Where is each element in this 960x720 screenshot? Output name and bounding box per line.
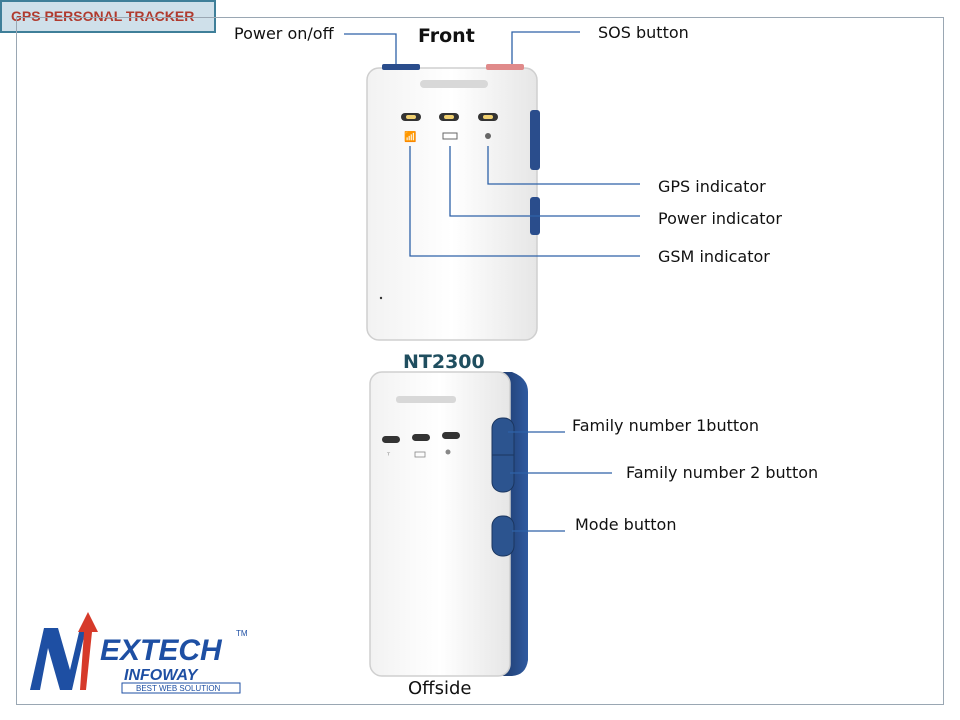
satellite-icon <box>485 133 491 139</box>
gsm-led <box>406 115 416 119</box>
company-logo: EXTECH TM INFOWAY BEST WEB SOLUTION <box>30 612 248 694</box>
family-number-1-label: Family number 1button <box>572 416 760 435</box>
sos-key <box>486 64 524 70</box>
logo-name-line1: EXTECH <box>100 634 223 667</box>
logo-trademark: TM <box>236 629 248 638</box>
front-title: Front <box>418 25 475 47</box>
battery-icon <box>442 132 458 140</box>
gsm-symbol-icon: 📶 <box>404 130 416 143</box>
gps-line <box>487 146 640 185</box>
gps-indicator-label: GPS indicator <box>658 177 766 196</box>
side-device: ᵀ <box>369 371 528 677</box>
header-title: GPS PERSONAL TRACKER <box>11 8 195 24</box>
logo-n-mark <box>30 628 86 690</box>
logo-arrow-icon <box>78 612 98 690</box>
side-key-upper <box>530 110 540 170</box>
mode-key <box>491 515 515 557</box>
model-label: NT2300 <box>403 351 485 373</box>
logo-tagline: BEST WEB SOLUTION <box>136 684 221 693</box>
power-on-off-label: Power on/off <box>234 24 334 43</box>
callout-lines <box>344 31 640 532</box>
slide-frame <box>16 17 944 705</box>
front-device: 📶 <box>366 64 540 341</box>
speaker-slot <box>420 80 488 88</box>
gsm-indicator-label: GSM indicator <box>658 247 770 266</box>
sos-line <box>511 31 580 64</box>
offside-title: Offside <box>408 678 472 699</box>
power-led <box>444 115 454 119</box>
power-indicator-line <box>449 146 640 217</box>
power-key <box>382 64 420 70</box>
family-number-2-label: Family number 2 button <box>626 463 819 482</box>
logo-name-line2: INFOWAY <box>124 667 199 684</box>
gps-led <box>483 115 493 119</box>
power-indicator-label: Power indicator <box>658 209 782 228</box>
svg-text:ᵀ: ᵀ <box>386 451 391 460</box>
sos-button-label: SOS button <box>598 23 689 42</box>
mode-button-label: Mode button <box>575 515 677 534</box>
gsm-line <box>409 146 640 257</box>
header-title-tab: GPS PERSONAL TRACKER <box>0 0 216 33</box>
power-on-off-line <box>344 33 397 64</box>
